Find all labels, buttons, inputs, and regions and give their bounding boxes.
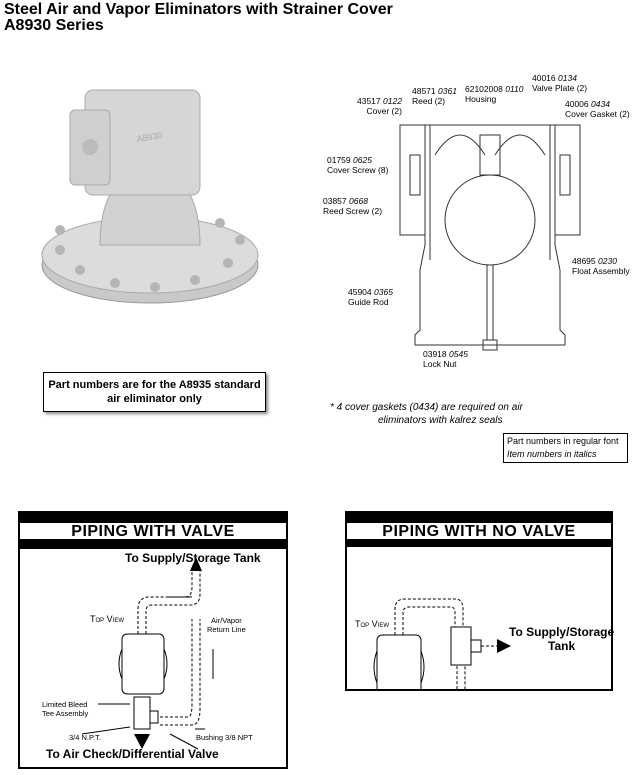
- to-air-check-label: To Air Check/Differential Valve: [46, 747, 219, 761]
- piping-no-valve-diagram: [373, 598, 511, 689]
- page-title: Steel Air and Vapor Eliminators with Str…: [4, 2, 393, 34]
- piping-with-valve-panel: PIPING WITH VALVE To Supply/Storage Tank…: [18, 511, 288, 769]
- part-number-note: Part numbers are for the A8935 standard …: [43, 372, 266, 412]
- piping-no-valve-panel: PIPING WITH NO VALVE Top View To Supply/…: [345, 511, 615, 691]
- gasket-note-line-2: eliminators with kalrez seals: [378, 415, 503, 426]
- tee-assembly: [133, 696, 151, 730]
- arrow-right-icon: [497, 639, 511, 653]
- legend-italic: Item numbers in italics: [507, 449, 597, 459]
- title-line-1: Steel Air and Vapor Eliminators with Str…: [4, 1, 393, 18]
- piping-no-valve-title: PIPING WITH NO VALVE: [382, 523, 576, 540]
- top-view-label-2: Top View: [355, 619, 390, 629]
- casting-text: A8930: [136, 130, 163, 144]
- bushing-label: Bushing 3/8 NPT: [196, 733, 253, 742]
- product-photo: A8930: [41, 89, 259, 304]
- gasket-note: * 4 cover gaskets (0434) are required on…: [330, 401, 523, 427]
- to-supply-tank-label: To Supply/Storage Tank: [125, 551, 261, 565]
- npt-label: 3/4 N.P.T.: [69, 733, 101, 742]
- arrow-down-icon: [134, 734, 150, 749]
- font-legend: Part numbers in regular font Item number…: [503, 433, 628, 463]
- piping-valve-diagram: [81, 557, 214, 750]
- title-line-2: A8930 Series: [4, 17, 104, 34]
- gasket-note-line-1: * 4 cover gaskets (0434) are required on…: [330, 402, 523, 413]
- part-note-line-1: Part numbers are for the A8935 standard: [48, 379, 261, 391]
- part-note-line-2: air eliminator only: [107, 393, 202, 405]
- piping-with-valve-title: PIPING WITH VALVE: [71, 523, 235, 540]
- legend-regular: Part numbers in regular font: [507, 436, 619, 446]
- top-view-label: Top View: [90, 614, 125, 624]
- cross-section-diagram: [399, 124, 581, 351]
- eliminator-top-view: [121, 633, 165, 695]
- arrow-up-icon: [190, 557, 202, 571]
